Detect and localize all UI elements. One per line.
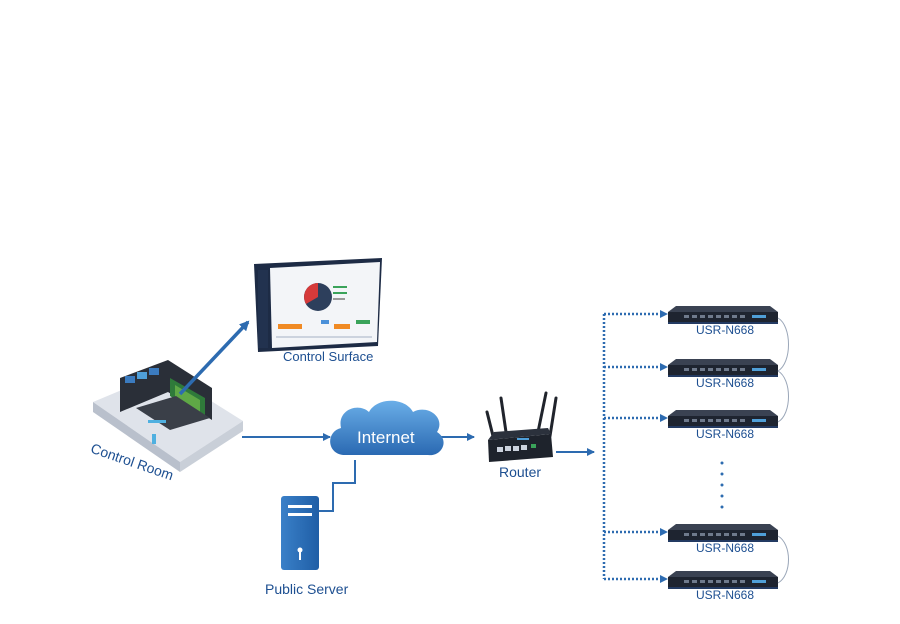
router-label: Router <box>499 464 542 480</box>
internet-label: Internet <box>357 428 415 447</box>
device-distribution-arrowheads <box>660 310 668 583</box>
usr-n668-device <box>668 571 778 589</box>
server-to-internet-connector <box>319 460 356 512</box>
device-label: USR-N668 <box>696 323 755 337</box>
internet-cloud-icon <box>330 400 444 456</box>
device-label: USR-N668 <box>696 588 755 602</box>
usr-n668-device <box>668 359 778 377</box>
device-link-cable <box>777 317 789 372</box>
device-stack <box>668 306 789 589</box>
device-distribution-lines <box>602 312 660 581</box>
control-surface-screen <box>254 258 382 352</box>
usr-n668-device <box>668 524 778 542</box>
arrow-room-to-surface <box>178 320 250 396</box>
device-label: USR-N668 <box>696 541 755 555</box>
device-link-cable <box>777 370 789 423</box>
usr-n668-device <box>668 306 778 324</box>
device-link-cable <box>777 535 789 584</box>
device-label: USR-N668 <box>696 376 755 390</box>
public-server-label: Public Server <box>265 581 349 597</box>
device-label: USR-N668 <box>696 427 755 441</box>
more-devices-ellipsis <box>720 461 724 509</box>
router-icon <box>485 391 558 462</box>
control-surface-label: Control Surface <box>283 349 374 364</box>
public-server-icon <box>281 496 319 570</box>
usr-n668-device <box>668 410 778 428</box>
